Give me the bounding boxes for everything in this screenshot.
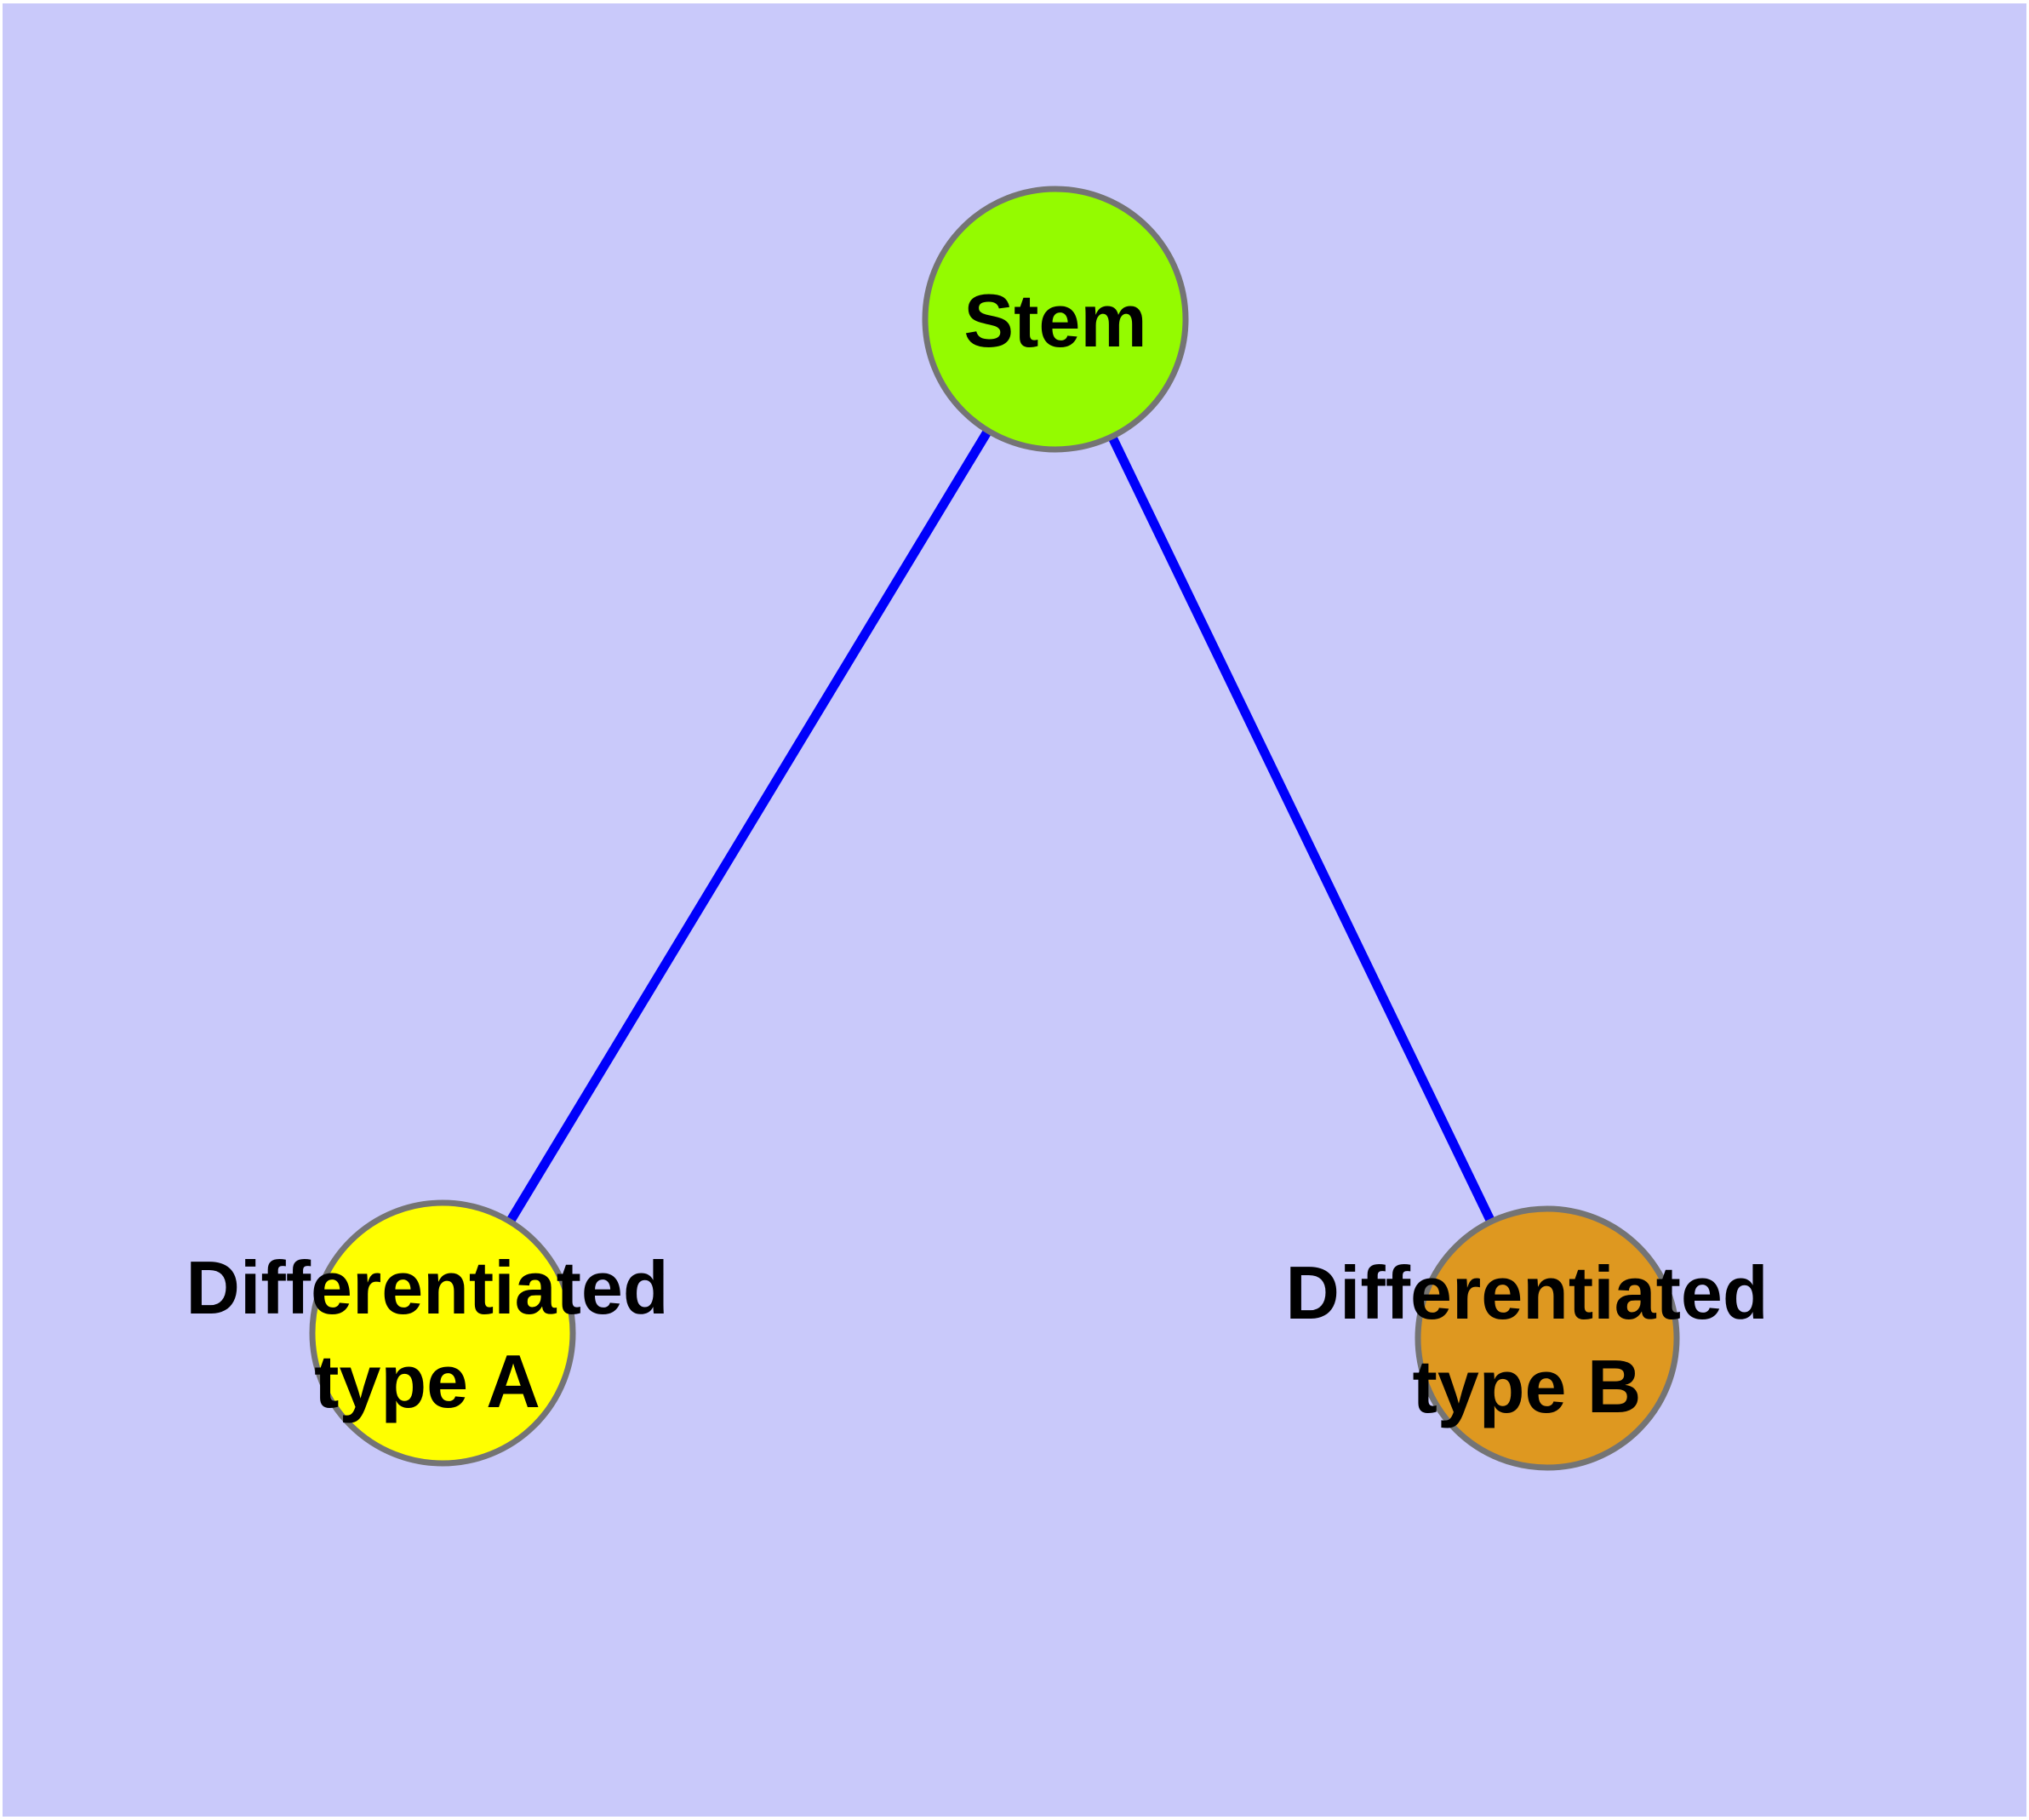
- node-type-a: [309, 1199, 576, 1467]
- edge-stem-to-type-b: [1051, 317, 1552, 1341]
- node-type-b: [1415, 1205, 1680, 1471]
- edge-stem-to-type-a: [438, 317, 1060, 1336]
- node-type-a-circle: [309, 1199, 576, 1467]
- node-stem: [922, 186, 1189, 453]
- node-stem-circle: [922, 186, 1189, 453]
- node-type-b-circle: [1415, 1205, 1680, 1471]
